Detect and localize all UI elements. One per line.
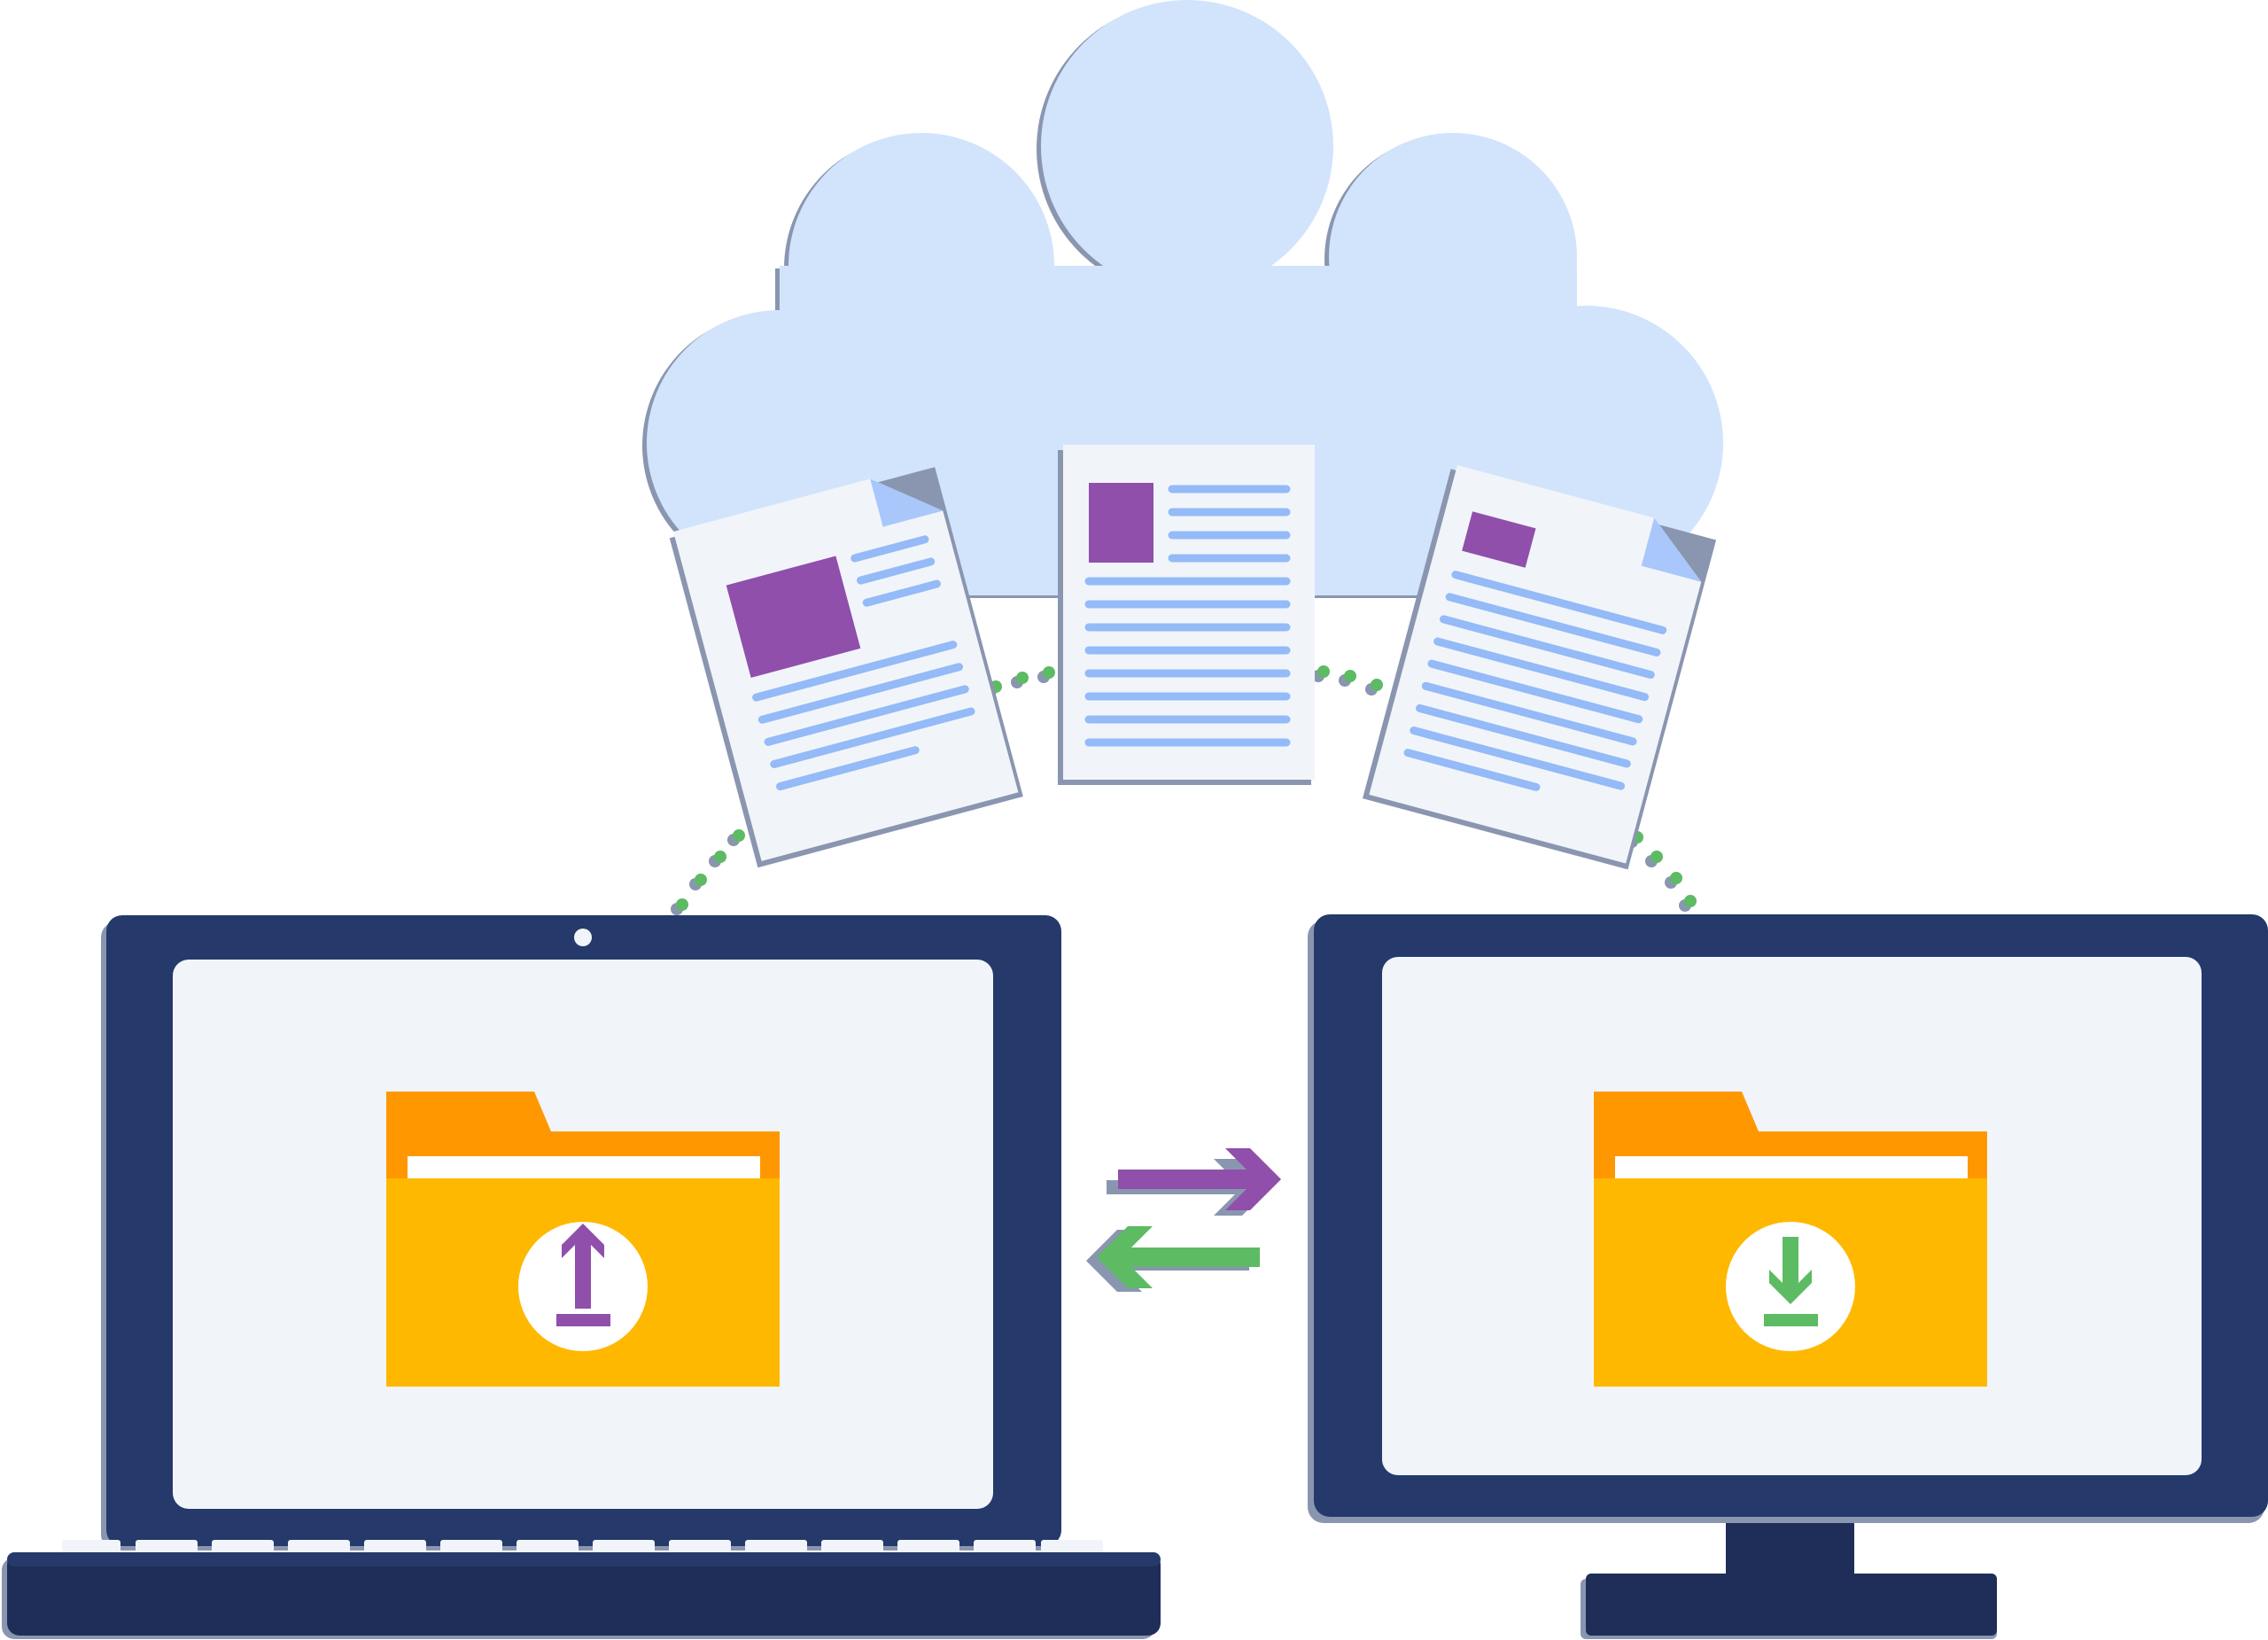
download-arrow-icon: [1764, 1237, 1818, 1326]
folder-upload-icon: [386, 1092, 780, 1387]
laptop-icon: [2, 915, 1161, 1639]
arrow-right-icon: [1107, 1148, 1281, 1216]
folder-download-icon: [1594, 1092, 1987, 1387]
document-center: [1058, 445, 1315, 785]
upload-arrow-icon: [556, 1224, 610, 1326]
arrow-left-icon: [1086, 1226, 1260, 1292]
document-left: [669, 467, 1023, 868]
document-right: [1363, 465, 1717, 870]
webcam-icon: [574, 929, 592, 946]
